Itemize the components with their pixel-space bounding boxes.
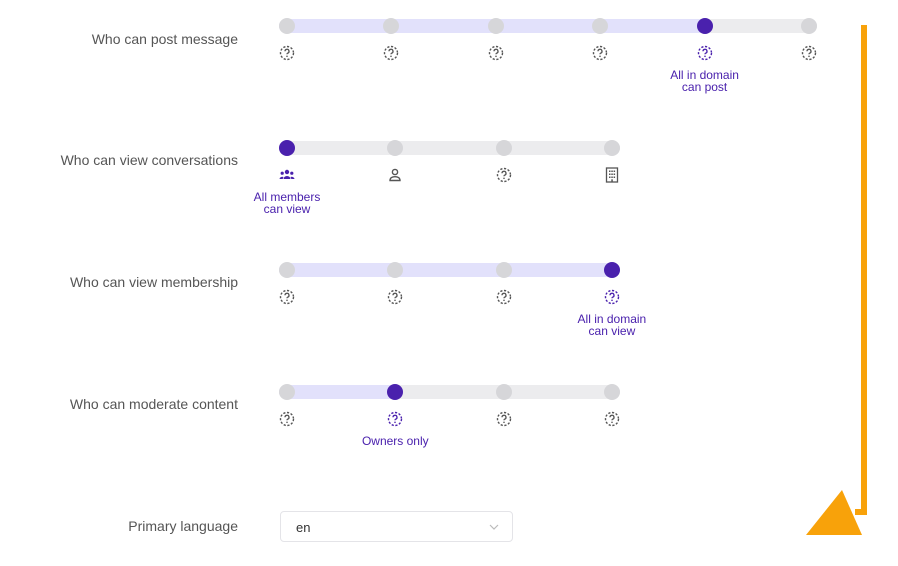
slider-step[interactable]	[495, 384, 512, 400]
slider-step[interactable]	[279, 384, 295, 400]
slider-track[interactable]	[279, 263, 620, 277]
slider-step[interactable]	[603, 140, 620, 156]
slider-step[interactable]	[603, 384, 620, 400]
help-circle-icon[interactable]	[604, 289, 620, 305]
help-circle-icon[interactable]	[801, 45, 817, 61]
label-view-membership: Who can view membership	[69, 274, 238, 290]
building-icon[interactable]	[604, 167, 620, 183]
label-view-conversations: Who can view conversations	[60, 152, 238, 168]
slider-track[interactable]	[279, 385, 620, 399]
help-circle-icon[interactable]	[387, 411, 403, 427]
help-circle-icon[interactable]	[279, 45, 295, 61]
option-caption: All in domain can post	[670, 68, 739, 94]
chevron-down-icon	[488, 520, 500, 538]
help-circle-icon[interactable]	[279, 411, 295, 427]
slider-handle[interactable]	[603, 262, 620, 278]
slider-step[interactable]	[495, 262, 512, 278]
help-circle-icon[interactable]	[387, 289, 403, 305]
slider-fill	[279, 263, 620, 277]
help-circle-icon[interactable]	[592, 45, 608, 61]
help-circle-icon[interactable]	[604, 411, 620, 427]
group-icon[interactable]	[279, 167, 295, 183]
option-caption: Owners only	[361, 434, 429, 448]
option-caption: All members can view	[253, 190, 321, 216]
help-circle-icon[interactable]	[383, 45, 399, 61]
help-circle-icon[interactable]	[697, 45, 713, 61]
slider-fill	[279, 385, 404, 399]
option-caption: All in domain can view	[577, 312, 647, 338]
slider-step[interactable]	[279, 262, 295, 278]
help-circle-icon[interactable]	[488, 45, 504, 61]
label-primary-language: Primary language	[128, 518, 238, 534]
slider-step[interactable]	[387, 140, 404, 156]
help-circle-icon[interactable]	[496, 167, 512, 183]
slider-step[interactable]	[801, 18, 817, 34]
person-icon[interactable]	[387, 167, 403, 183]
slider-step[interactable]	[487, 18, 504, 34]
slider-handle[interactable]	[279, 140, 295, 156]
help-circle-icon[interactable]	[496, 289, 512, 305]
primary-language-value: en	[296, 520, 311, 535]
slider-step[interactable]	[387, 262, 404, 278]
slider-step[interactable]	[495, 140, 512, 156]
help-circle-icon[interactable]	[496, 411, 512, 427]
label-moderate-content: Who can moderate content	[69, 396, 238, 412]
slider-handle[interactable]	[696, 18, 713, 34]
slider-step[interactable]	[383, 18, 400, 34]
label-post-message: Who can post message	[91, 31, 238, 47]
help-circle-icon[interactable]	[279, 289, 295, 305]
primary-language-select[interactable]: en	[280, 511, 513, 542]
slider-handle[interactable]	[387, 384, 404, 400]
slider-step[interactable]	[279, 18, 295, 34]
slider-step[interactable]	[592, 18, 609, 34]
